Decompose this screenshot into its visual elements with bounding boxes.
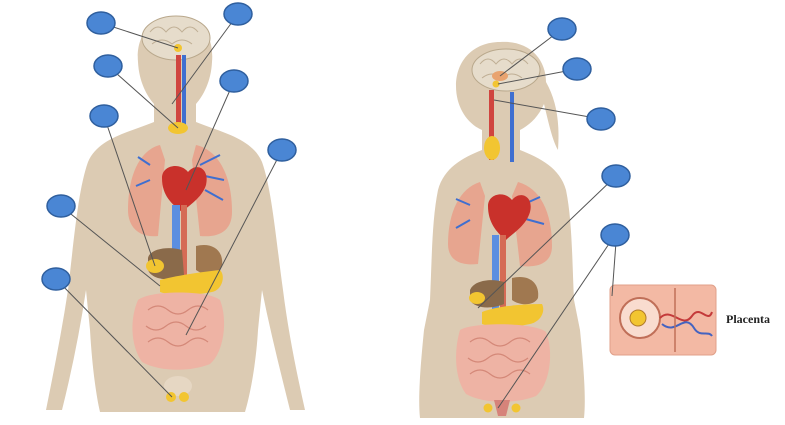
marker-f2[interactable] (562, 57, 592, 81)
female-heart (488, 194, 531, 240)
leader-lines (55, 13, 617, 409)
male-figure (46, 15, 305, 412)
marker-m7[interactable] (46, 194, 76, 218)
leader-m8 (55, 278, 173, 398)
marker-f1[interactable] (547, 17, 577, 41)
male-intestines (132, 292, 225, 370)
male-brain-folds (149, 26, 199, 45)
placenta-label: Placenta (726, 312, 770, 326)
marker-m2[interactable] (223, 2, 253, 26)
male-lung-vessels (135, 154, 225, 201)
female-brain (471, 48, 541, 92)
female-ovary-right (511, 403, 521, 413)
male-heart (162, 166, 207, 212)
male-pelvis (164, 376, 192, 396)
leader-f4 (477, 175, 617, 309)
female-lung-vessels (455, 196, 545, 229)
female-thyroid (484, 136, 500, 160)
marker-m5[interactable] (89, 104, 119, 128)
leader-f3 (493, 99, 602, 120)
female-ovary-left (483, 403, 493, 413)
leader-m6 (185, 149, 283, 336)
male-intestine-folds (145, 305, 209, 347)
leader-m5 (103, 115, 156, 267)
marker-m6[interactable] (267, 138, 297, 162)
leader-m4 (185, 80, 235, 191)
female-left-lung (448, 182, 485, 265)
female-intestine-folds (467, 337, 531, 379)
placenta-embryo (629, 309, 647, 327)
female-pancreas (482, 304, 544, 327)
marker-f3[interactable] (586, 107, 616, 131)
male-stomach (196, 244, 223, 275)
label-markers (41, 2, 631, 291)
marker-m4[interactable] (219, 69, 249, 93)
placenta-vessels-blue (661, 321, 713, 337)
female-adrenal (469, 292, 485, 304)
male-pancreas (160, 270, 223, 295)
placenta-inset (609, 284, 717, 356)
male-vena (181, 205, 187, 320)
female-uterus (494, 400, 510, 416)
male-right-lung (192, 145, 232, 237)
male-vena-neck (182, 55, 186, 125)
leader-placenta (611, 241, 617, 297)
male-testis-right (179, 392, 189, 402)
female-vena-neck (510, 92, 514, 162)
female-intestines (456, 324, 551, 402)
placenta-vessels (659, 311, 713, 322)
male-testis-left (166, 392, 176, 402)
male-brain (141, 15, 211, 61)
leader-f5 (497, 234, 616, 409)
leader-m3 (107, 65, 179, 129)
marker-f4[interactable] (601, 164, 631, 188)
male-aorta-neck (176, 55, 181, 125)
marker-m1[interactable] (86, 11, 116, 35)
leader-m7 (60, 205, 161, 287)
female-figure (419, 41, 585, 418)
marker-f5[interactable] (600, 223, 630, 247)
marker-m3[interactable] (93, 54, 123, 78)
female-stomach (512, 276, 539, 305)
female-pituitary (492, 80, 500, 88)
female-aorta-neck (489, 90, 494, 160)
marker-m8[interactable] (41, 267, 71, 291)
leader-m2 (171, 13, 239, 105)
